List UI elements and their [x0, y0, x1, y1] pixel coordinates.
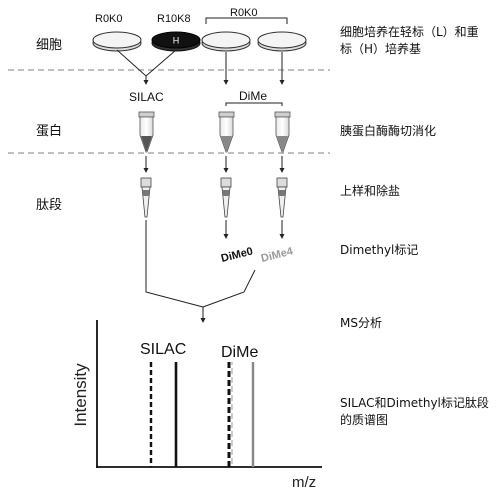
spectrum-axes [96, 320, 322, 468]
sample-r10k8: R10K8 [157, 13, 191, 25]
method-silac: SILAC [129, 90, 164, 104]
silac-merge-arrow [116, 49, 177, 77]
spectrum-dime-label: DiMe [221, 344, 258, 361]
dime0-label: DiMe0 [220, 245, 254, 264]
method-dime: DiMe [239, 89, 268, 103]
dish-r0k0-dime-1 [201, 31, 251, 52]
step-desalt: 上样和除盐 [340, 184, 401, 198]
spectrum-xlabel: m/z [292, 474, 316, 491]
step-spectrum: SILAC和Dimethyl标记肽段的质谱图 [340, 396, 489, 427]
step-culture: 细胞培养在轻标（L）和重标（H）培养基 [340, 25, 479, 56]
tip-dime-1 [220, 177, 232, 218]
spectrum-ylabel: Intensity [71, 363, 90, 427]
dish-r10k8-heavy [151, 31, 201, 52]
sample-r0k0-a: R0K0 [95, 13, 123, 25]
step-digest: 胰蛋白酶酶切消化 [340, 124, 437, 138]
tube-silac [138, 111, 155, 153]
tube-dime-1 [218, 111, 235, 153]
row-label-cell: 细胞 [36, 38, 63, 53]
sample-r0k0-b: R0K0 [230, 7, 258, 19]
dime4-label: DiMe4 [260, 245, 295, 265]
step-ms: MS分析 [340, 316, 382, 330]
row-label-protein: 蛋白 [36, 124, 63, 139]
tip-dime-2 [276, 177, 288, 218]
tube-dime-2 [274, 111, 291, 153]
dish-r0k0-light [92, 31, 142, 52]
tip-silac [140, 177, 152, 218]
r0k0-bracket [205, 17, 288, 24]
step-label: Dimethyl标记 [340, 243, 419, 257]
heavy-mark: H [173, 36, 180, 46]
dish-r0k0-dime-2 [257, 31, 307, 52]
row-label-peptide: 肽段 [36, 198, 63, 213]
ms-merge-lines [145, 220, 256, 308]
spectrum-silac-label: SILAC [140, 341, 186, 358]
dime-bracket [225, 102, 283, 106]
